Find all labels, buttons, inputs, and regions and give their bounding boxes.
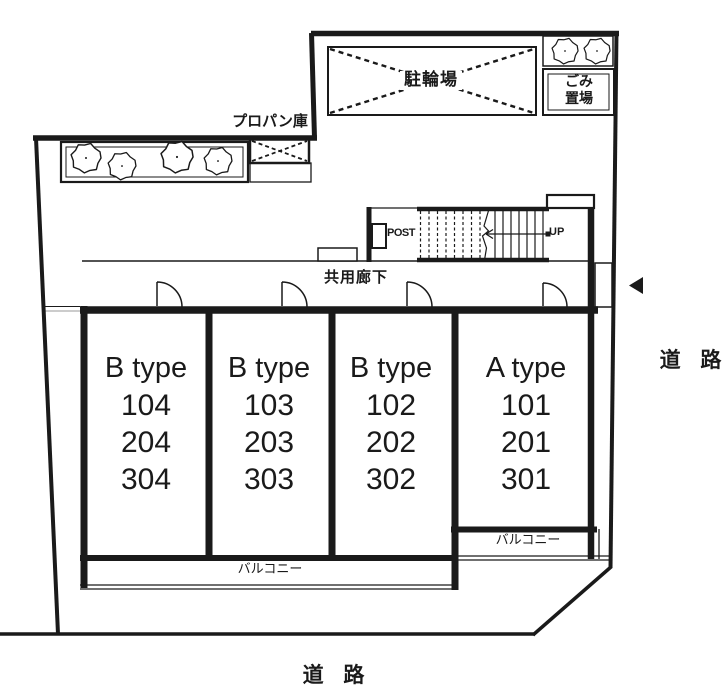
unit-type: B type — [227, 352, 311, 384]
room-number: 203 — [243, 426, 295, 459]
garbage-label: ごみ 置場 — [565, 73, 593, 107]
balcony-b-label: バルコニー — [237, 561, 303, 576]
unit-type: B type — [349, 352, 433, 384]
bicycle-parking-label: 駐輪場 — [400, 70, 462, 90]
up-label: UP — [549, 226, 565, 238]
garbage-label-line2: 置場 — [565, 90, 593, 106]
unit-label-102: B type 102 202 302 — [329, 349, 453, 498]
stair-treads-upper — [419, 211, 481, 258]
unit-label-104: B type 104 204 304 — [84, 349, 208, 498]
room-number: 303 — [243, 463, 295, 496]
staircase — [366, 193, 596, 263]
planter-box — [59, 140, 250, 184]
stair-break-line — [481, 208, 490, 261]
building-walls — [80, 208, 598, 590]
room-number: 204 — [120, 426, 172, 459]
stair-up-arrow — [485, 228, 551, 240]
room-number: 202 — [365, 426, 417, 459]
door-unit-104 — [156, 281, 183, 308]
entry-doors — [156, 281, 568, 308]
unit-label-101: A type 101 201 301 — [464, 349, 588, 498]
unit-type: A type — [485, 352, 567, 384]
post-box — [371, 223, 387, 249]
room-number: 102 — [365, 389, 417, 422]
door-unit-102 — [406, 281, 433, 308]
propane-storage-box — [248, 137, 312, 183]
room-number: 104 — [120, 389, 172, 422]
stair-landing-box — [545, 193, 596, 210]
garbage-area — [542, 35, 615, 116]
room-number: 201 — [500, 426, 552, 459]
site-boundary — [0, 30, 619, 637]
meter-box — [594, 262, 613, 308]
road-label-bottom: 道 路 — [302, 664, 372, 687]
corridor — [44, 247, 613, 312]
bicycle-parking-box — [327, 46, 537, 116]
corridor-utility-box — [317, 247, 358, 262]
garbage-label-line1: ごみ — [565, 73, 593, 89]
unit-type: B type — [104, 352, 188, 384]
unit-label-103: B type 103 203 303 — [207, 349, 331, 498]
room-number: 304 — [120, 463, 172, 496]
room-number: 101 — [500, 389, 552, 422]
balconies — [80, 529, 610, 590]
garbage-area-trees — [551, 37, 611, 65]
direction-triangle-icon — [629, 277, 643, 294]
corridor-label: 共用廊下 — [323, 269, 389, 286]
door-unit-101 — [542, 282, 568, 308]
room-number: 301 — [500, 463, 552, 496]
road-label-right: 道 路 — [659, 349, 727, 372]
post-label: POST — [387, 227, 415, 239]
room-number: 103 — [243, 389, 295, 422]
balcony-a-label: バルコニー — [495, 532, 561, 547]
propane-label: プロパン庫 — [232, 113, 308, 130]
room-number: 302 — [365, 463, 417, 496]
door-unit-103 — [281, 281, 308, 308]
